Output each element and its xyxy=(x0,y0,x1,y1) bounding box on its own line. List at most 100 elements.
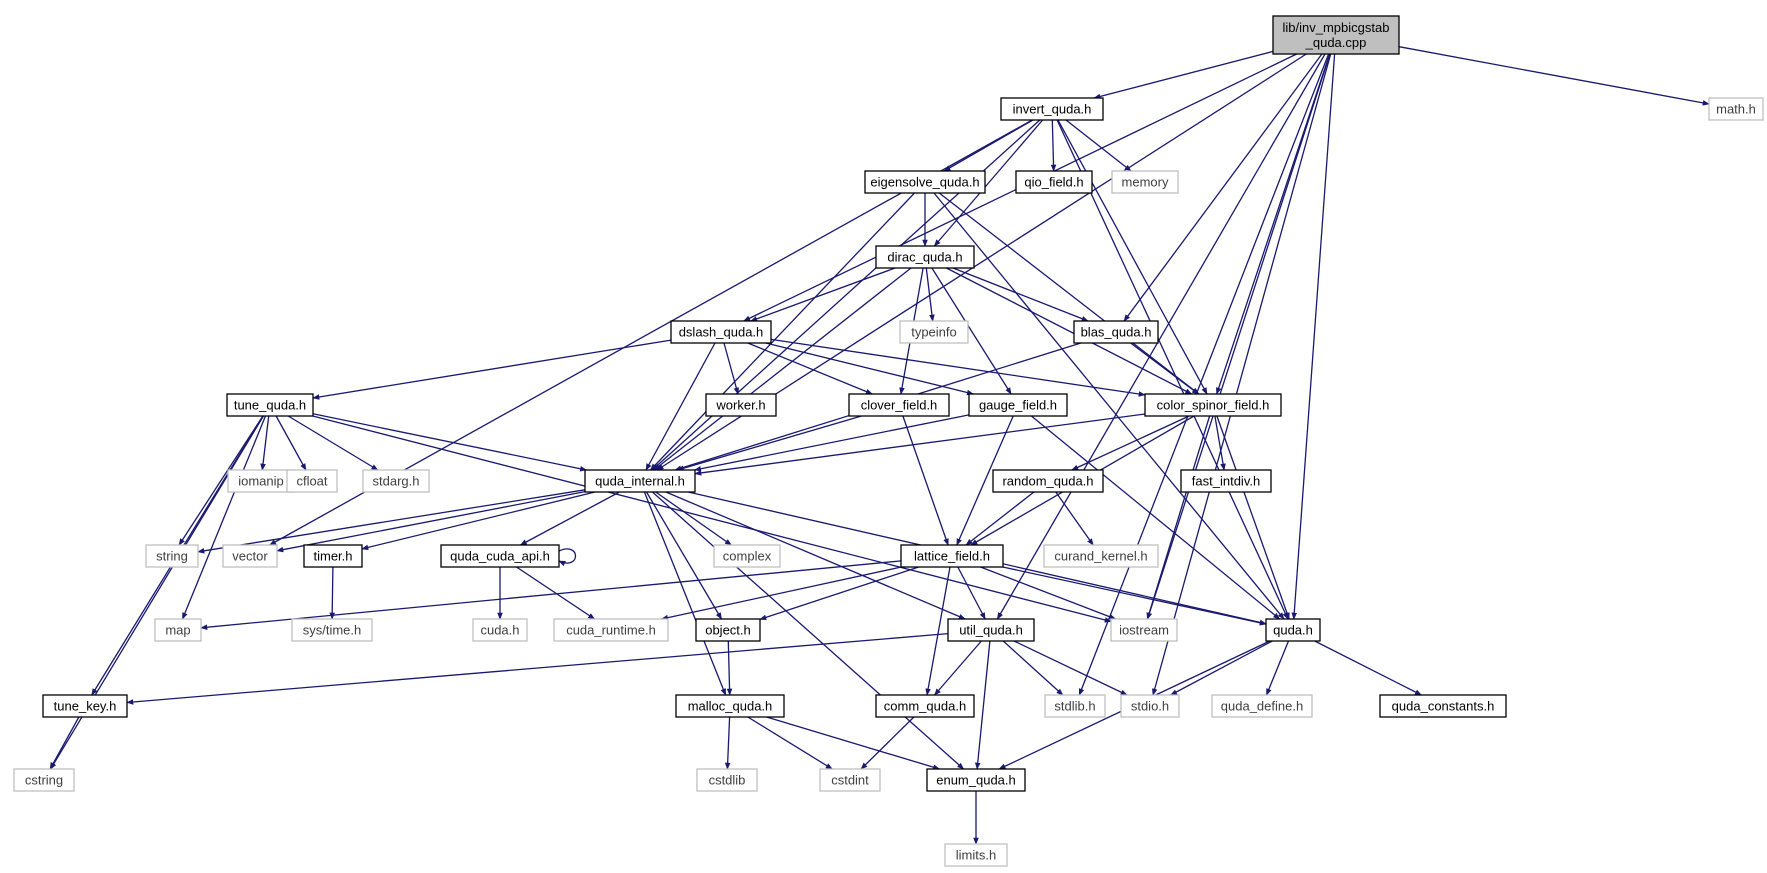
node-label: quda.h xyxy=(1273,623,1313,638)
node-box[interactable] xyxy=(926,768,1026,792)
node-invert-quda[interactable]: invert_quda.h xyxy=(1000,97,1104,121)
node-dirac-quda[interactable]: dirac_quda.h xyxy=(875,245,975,269)
node-box xyxy=(472,618,528,642)
node-box[interactable] xyxy=(1265,618,1321,642)
node-object[interactable]: object.h xyxy=(695,618,761,642)
node-box[interactable] xyxy=(1272,15,1400,55)
node-label: stdarg.h xyxy=(373,474,420,489)
node-box[interactable] xyxy=(1073,320,1159,344)
node-random-quda[interactable]: random_quda.h xyxy=(992,469,1104,493)
node-box[interactable] xyxy=(1180,469,1272,493)
node-label: typeinfo xyxy=(911,325,957,340)
node-tune-key[interactable]: tune_key.h xyxy=(42,694,128,718)
node-box[interactable] xyxy=(900,544,1004,568)
node-label: cstring xyxy=(25,773,63,788)
node-cstring: cstring xyxy=(13,768,75,792)
node-string: string xyxy=(145,544,199,568)
node-quda-constants[interactable]: quda_constants.h xyxy=(1379,694,1507,718)
node-quda-cuda-api[interactable]: quda_cuda_api.h xyxy=(440,544,560,568)
node-comm-quda[interactable]: comm_quda.h xyxy=(875,694,975,718)
node-color-spinor-field[interactable]: color_spinor_field.h xyxy=(1144,393,1282,417)
edge-lattice_field-to-map xyxy=(200,560,902,630)
edge-util_quda-to-tune_key xyxy=(126,632,949,705)
node-box[interactable] xyxy=(695,618,761,642)
edge-util_quda-to-enum_quda xyxy=(974,640,991,770)
node-box[interactable] xyxy=(675,694,785,718)
edge-lattice_field-to-quda xyxy=(1002,566,1267,626)
node-box[interactable] xyxy=(875,245,975,269)
node-label: stdio.h xyxy=(1131,699,1169,714)
node-box xyxy=(1110,618,1178,642)
node-root[interactable]: lib/inv_mpbicgstab_quda.cpp xyxy=(1272,15,1400,55)
node-quda[interactable]: quda.h xyxy=(1265,618,1321,642)
node-box xyxy=(154,618,202,642)
node-box[interactable] xyxy=(1144,393,1282,417)
node-util-quda[interactable]: util_quda.h xyxy=(947,618,1035,642)
node-label: gauge_field.h xyxy=(979,398,1057,413)
edge-gauge_field-to-quda_internal xyxy=(694,414,970,472)
edge-gauge_field-to-quda xyxy=(1030,415,1281,620)
edge-clover_field-to-lattice_field xyxy=(902,415,949,546)
node-eigensolve-quda[interactable]: eigensolve_quda.h xyxy=(864,170,986,194)
edge-tune_quda-to-quda_internal xyxy=(312,413,588,472)
edge-color_spinor_field-to-fast_intdiv xyxy=(1214,415,1226,471)
node-box[interactable] xyxy=(848,393,950,417)
node-gauge-field[interactable]: gauge_field.h xyxy=(968,393,1068,417)
edge-blas_quda-to-color_spinor_field xyxy=(1130,342,1199,395)
node-box[interactable] xyxy=(670,320,772,344)
node-label: cstdint xyxy=(831,773,869,788)
node-vector: vector xyxy=(222,544,278,568)
node-box xyxy=(1120,694,1180,718)
node-box[interactable] xyxy=(947,618,1035,642)
node-box[interactable] xyxy=(705,393,777,417)
edge-quda-to-quda_constants xyxy=(1314,640,1422,696)
edge-tune_quda-to-stdarg xyxy=(287,415,379,471)
node-box[interactable] xyxy=(875,694,975,718)
node-dslash-quda[interactable]: dslash_quda.h xyxy=(670,320,772,344)
node-box xyxy=(291,618,373,642)
node-clover-field[interactable]: clover_field.h xyxy=(848,393,950,417)
node-box xyxy=(1043,544,1159,568)
node-quda-internal[interactable]: quda_internal.h xyxy=(584,469,696,493)
node-box[interactable] xyxy=(968,393,1068,417)
node-box[interactable] xyxy=(584,469,696,493)
node-box[interactable] xyxy=(864,170,986,194)
node-qio-field[interactable]: qio_field.h xyxy=(1015,170,1093,194)
edge-lattice_field-to-util_quda xyxy=(957,566,986,620)
node-box xyxy=(713,544,781,568)
edge-quda_cuda_api-to-quda_cuda_api xyxy=(558,548,576,567)
node-timer[interactable]: timer.h xyxy=(303,544,363,568)
node-label: lattice_field.h xyxy=(914,549,990,564)
node-map: map xyxy=(154,618,202,642)
node-worker[interactable]: worker.h xyxy=(705,393,777,417)
edge-quda_internal-to-object xyxy=(645,491,723,620)
edge-clover_field-to-quda_internal xyxy=(676,415,862,471)
node-box[interactable] xyxy=(226,393,314,417)
edge-dslash_quda-to-tune_quda xyxy=(312,339,672,400)
node-box[interactable] xyxy=(440,544,560,568)
node-memory: memory xyxy=(1111,170,1179,194)
node-blas-quda[interactable]: blas_quda.h xyxy=(1073,320,1159,344)
node-box[interactable] xyxy=(1015,170,1093,194)
edge-invert_quda-to-quda xyxy=(1056,119,1289,620)
node-box xyxy=(899,320,969,344)
node-box xyxy=(1111,170,1179,194)
node-box[interactable] xyxy=(1000,97,1104,121)
edge-tune_quda-to-iomanip xyxy=(260,415,270,471)
edge-dslash_quda-to-quda_internal xyxy=(645,342,716,471)
node-malloc-quda[interactable]: malloc_quda.h xyxy=(675,694,785,718)
node-box[interactable] xyxy=(42,694,128,718)
node-box[interactable] xyxy=(303,544,363,568)
node-tune-quda[interactable]: tune_quda.h xyxy=(226,393,314,417)
node-complex: complex xyxy=(713,544,781,568)
edge-object-to-malloc_quda xyxy=(726,640,733,696)
node-box[interactable] xyxy=(992,469,1104,493)
node-fast-intdiv[interactable]: fast_intdiv.h xyxy=(1180,469,1272,493)
node-box xyxy=(944,843,1008,867)
node-label: eigensolve_quda.h xyxy=(870,175,979,190)
node-box xyxy=(145,544,199,568)
node-label: sys/time.h xyxy=(303,623,362,638)
node-lattice-field[interactable]: lattice_field.h xyxy=(900,544,1004,568)
node-box[interactable] xyxy=(1379,694,1507,718)
node-enum-quda[interactable]: enum_quda.h xyxy=(926,768,1026,792)
